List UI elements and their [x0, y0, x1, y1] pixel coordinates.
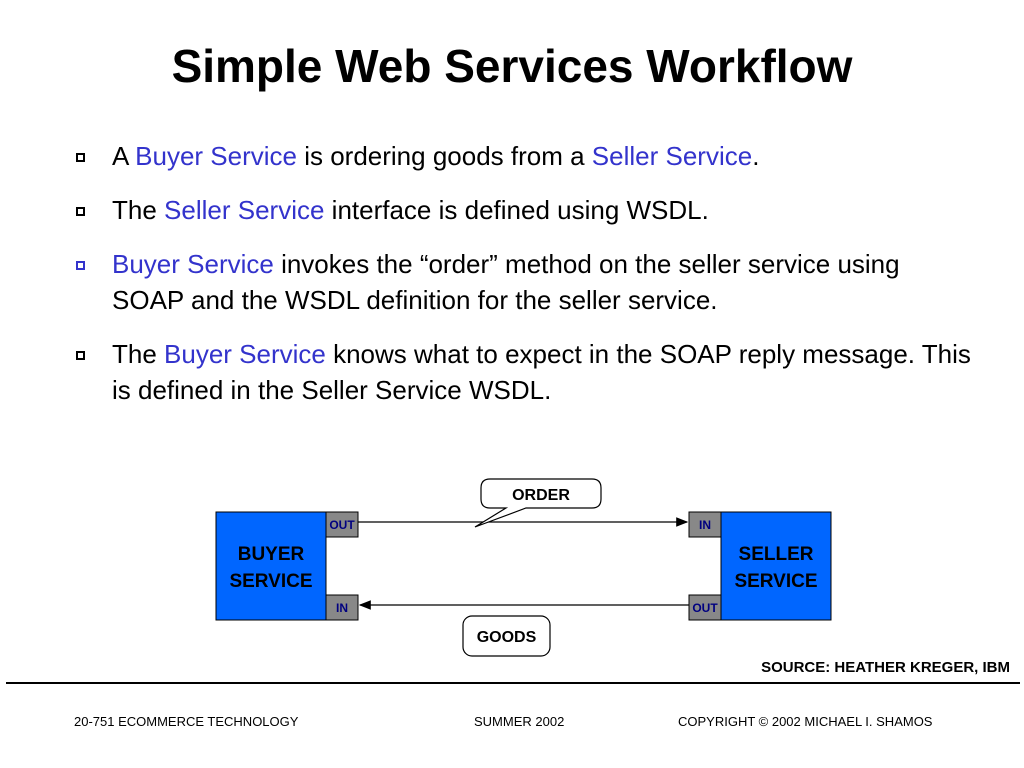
footer-term: SUMMER 2002	[474, 714, 565, 729]
buyer-in-port-label: IN	[336, 601, 348, 615]
footer-divider	[6, 682, 1020, 684]
bullet-square-icon	[76, 153, 85, 162]
seller-service-box	[720, 511, 832, 621]
seller-out-port	[688, 594, 722, 621]
bullet-square-icon	[76, 261, 85, 270]
footer-course: 20-751 ECOMMERCE TECHNOLOGY	[74, 714, 299, 729]
bullet-item: A Buyer Service is ordering goods from a…	[74, 138, 974, 174]
seller-service-label-2: SERVICE	[734, 571, 817, 592]
bullet-item: Buyer Service invokes the “order” method…	[74, 246, 974, 318]
bullet-text: The	[112, 339, 165, 369]
bullet-text: .	[752, 141, 760, 171]
goods-box	[462, 615, 551, 657]
buyer-in-port	[325, 594, 359, 621]
seller-in-port-label: IN	[699, 518, 711, 532]
bullet-square-icon	[76, 351, 85, 360]
source-credit: SOURCE: HEATHER KREGER, IBM	[761, 659, 1010, 676]
footer-copyright: COPYRIGHT © 2002 MICHAEL I. SHAMOS	[678, 714, 933, 729]
bullet-text: interface is defined using WSDL.	[324, 195, 709, 225]
buyer-service-label-1: BUYER	[238, 544, 305, 565]
highlighted-term: Buyer Service	[135, 141, 297, 171]
seller-in-port	[688, 511, 722, 538]
bullet-text: is ordering goods from a	[296, 141, 592, 171]
bullet-item: The Seller Service interface is defined …	[74, 192, 974, 228]
buyer-service-label-2: SERVICE	[229, 571, 312, 592]
buyer-out-port-label: OUT	[329, 518, 355, 532]
buyer-service-box	[215, 511, 327, 621]
highlighted-term: Seller Service	[591, 141, 753, 171]
bullet-item: The Buyer Service knows what to expect i…	[74, 336, 974, 408]
bullet-square-icon	[76, 207, 85, 216]
highlighted-term: Seller Service	[164, 195, 325, 225]
bullet-text: knows what to expect in the SOAP reply m…	[112, 339, 971, 405]
bullet-text: invokes the “order” method on the seller…	[112, 249, 900, 315]
slide-title: Simple Web Services Workflow	[171, 40, 853, 92]
highlighted-term: Buyer Service	[112, 249, 274, 279]
order-callout	[474, 478, 602, 528]
goods-label: GOODS	[477, 629, 537, 646]
bullet-text: A	[112, 141, 136, 171]
seller-out-port-label: OUT	[692, 601, 718, 615]
bullet-text: The	[112, 195, 165, 225]
bullet-list: A Buyer Service is ordering goods from a…	[74, 138, 974, 426]
highlighted-term: Buyer Service	[164, 339, 326, 369]
order-label: ORDER	[512, 487, 570, 504]
buyer-out-port	[325, 511, 359, 538]
seller-service-label-1: SELLER	[739, 544, 814, 565]
